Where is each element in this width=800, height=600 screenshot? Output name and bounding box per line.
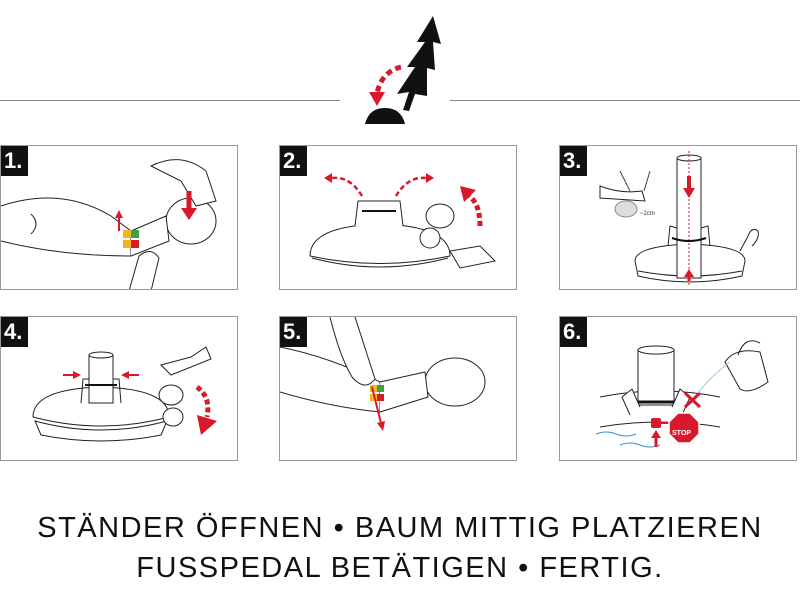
step-2-illustration <box>309 173 497 269</box>
header-rule-right <box>450 100 800 101</box>
step-6-panel: STOP 6. <box>559 316 797 461</box>
step-4-panel: 4. <box>0 316 238 461</box>
header-rule-left <box>0 100 340 101</box>
caption-line-1: STÄNDER ÖFFNEN • BAUM MITTIG PLATZIEREN <box>37 512 763 544</box>
step-6-illustration <box>595 340 769 448</box>
step-number: 5. <box>280 317 308 347</box>
step-5-panel: 5. <box>279 316 517 461</box>
step-number: 3. <box>560 146 588 176</box>
step-3-illustration <box>599 151 759 286</box>
stop-sign-label: STOP <box>672 430 691 437</box>
caption-line-2: FUSSPEDAL BETÄTIGEN • FERTIG. <box>136 552 664 584</box>
step-3-panel: ~2cm 3. <box>559 145 797 290</box>
step-1-illustration <box>1 159 217 289</box>
step-2-panel: 2. <box>279 145 517 290</box>
step-5-illustration <box>280 317 486 431</box>
step-number: 4. <box>1 317 29 347</box>
step-4-illustration <box>32 346 217 442</box>
gap-note-label: ~2cm <box>640 211 655 217</box>
step-1-panel: 1. <box>0 145 238 290</box>
step-number: 2. <box>280 146 308 176</box>
step-number: 6. <box>560 317 588 347</box>
step-number: 1. <box>1 146 29 176</box>
tree-stand-logo-icon <box>365 16 441 124</box>
